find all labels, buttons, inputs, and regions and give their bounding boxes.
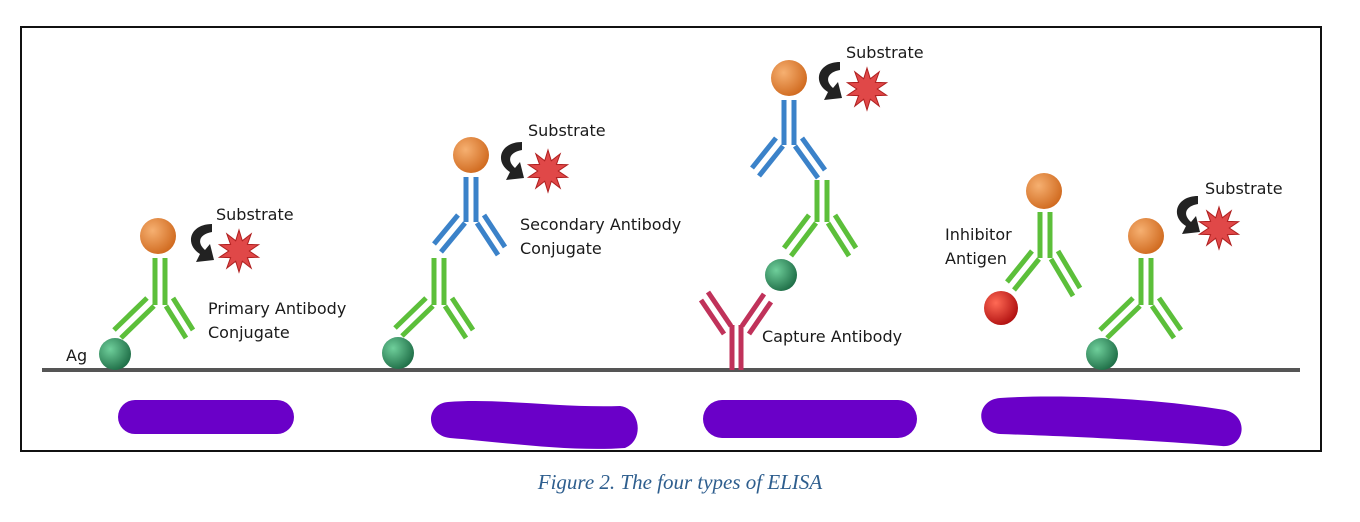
redaction-bar-3 bbox=[703, 400, 917, 438]
inhibitor-label-2: Antigen bbox=[945, 249, 1007, 268]
primary-antibody-label-2: Conjugate bbox=[208, 323, 290, 342]
panel-sandwich: Substrate Capture Antibody bbox=[698, 43, 924, 370]
antigen-3 bbox=[765, 259, 797, 291]
inhibitor-antibody bbox=[1005, 212, 1083, 298]
redaction-bar-1 bbox=[118, 400, 294, 434]
substrate-icon bbox=[1197, 205, 1241, 251]
antigen-2 bbox=[382, 337, 414, 369]
substrate-icon bbox=[217, 228, 261, 274]
enzyme-4b bbox=[1128, 218, 1164, 254]
panel-indirect: Substrate Secondary Antibody Conjugate bbox=[382, 121, 681, 369]
secondary-antibody-label-2: Conjugate bbox=[520, 239, 602, 258]
panel-competitive: Inhibitor Antigen Substrate bbox=[945, 173, 1283, 370]
primary-antibody-1 bbox=[112, 258, 196, 340]
primary-antibody-3 bbox=[782, 180, 859, 258]
secondary-antibody-3 bbox=[750, 100, 828, 180]
antigen-4 bbox=[1086, 338, 1118, 370]
figure-caption: Figure 2. The four types of ELISA bbox=[537, 470, 823, 494]
secondary-antibody-label: Secondary Antibody bbox=[520, 215, 681, 234]
inhibitor-antigen bbox=[984, 291, 1018, 325]
substrate-label-4: Substrate bbox=[1205, 179, 1283, 198]
enzyme-3 bbox=[771, 60, 807, 96]
substrate-label-1: Substrate bbox=[216, 205, 294, 224]
reaction-arrow-icon bbox=[500, 142, 524, 180]
capture-antibody bbox=[698, 290, 774, 370]
antigen-1 bbox=[99, 338, 131, 370]
panel-direct: Substrate Primary Antibody Conjugate Ag bbox=[66, 205, 346, 370]
inhibitor-label: Inhibitor bbox=[945, 225, 1012, 244]
substrate-icon bbox=[526, 148, 570, 194]
primary-antibody-4 bbox=[1098, 258, 1184, 340]
capture-antibody-label: Capture Antibody bbox=[762, 327, 902, 346]
antigen-label: Ag bbox=[66, 346, 87, 365]
enzyme-1 bbox=[140, 218, 176, 254]
primary-antibody-label: Primary Antibody bbox=[208, 299, 346, 318]
secondary-antibody-2 bbox=[432, 177, 508, 257]
enzyme-2 bbox=[453, 137, 489, 173]
reaction-arrow-icon bbox=[818, 62, 842, 100]
redaction-bar-4 bbox=[981, 396, 1242, 447]
substrate-icon bbox=[845, 66, 889, 112]
reaction-arrow-icon bbox=[190, 224, 214, 262]
primary-antibody-2 bbox=[393, 258, 476, 340]
substrate-label-3: Substrate bbox=[846, 43, 924, 62]
redaction-bars bbox=[118, 396, 1242, 449]
redaction-bar-2 bbox=[430, 401, 638, 449]
substrate-label-2: Substrate bbox=[528, 121, 606, 140]
reaction-arrow-icon bbox=[1176, 196, 1200, 234]
enzyme-4a bbox=[1026, 173, 1062, 209]
